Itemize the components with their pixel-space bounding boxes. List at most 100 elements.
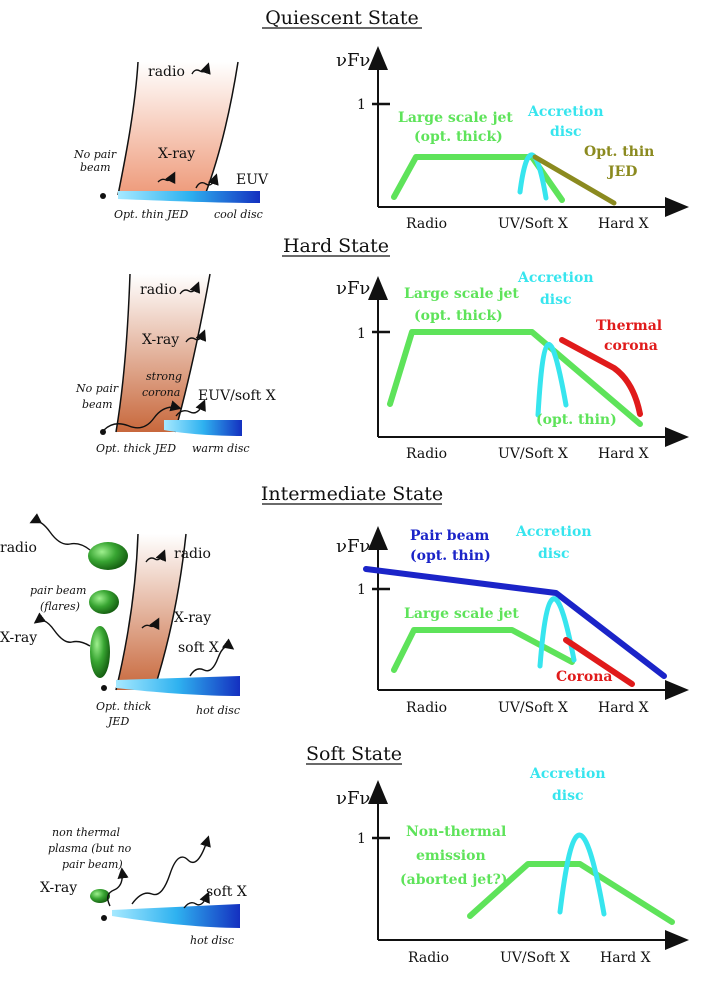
panel-intermediate: Intermediate State radio X-ray pair beam… <box>0 483 689 728</box>
label-xray-right: X-ray <box>174 610 211 626</box>
nt-label-2: emission <box>416 848 486 864</box>
x-label-uv: UV/Soft X <box>498 446 568 462</box>
plasmoid-blob <box>89 590 119 614</box>
plasmoid-blob <box>90 889 110 903</box>
disc-curve <box>537 596 577 669</box>
plasmoid-blob <box>88 542 128 570</box>
label-jed-1: Opt. thick <box>96 700 152 713</box>
sed-plot: νFν 1 Radio UV/Soft X Hard X Accretion d… <box>336 766 689 966</box>
disc-label-2: disc <box>538 546 570 562</box>
label-euv: EUV <box>236 172 269 188</box>
x-label-radio: Radio <box>406 446 447 462</box>
panel-title: Hard State <box>283 235 389 257</box>
pair-label-2: (opt. thin) <box>410 548 491 564</box>
label-xray: X-ray <box>158 146 195 162</box>
wavy-arrow <box>195 173 219 189</box>
pair-label-1: Pair beam <box>410 528 490 544</box>
label-nt-2: plasma (but no <box>48 842 132 855</box>
wavy-arrow <box>179 281 201 295</box>
panel-title: Intermediate State <box>261 483 443 505</box>
corona-label-1: Thermal <box>596 318 662 334</box>
accretion-disc <box>116 676 240 696</box>
black-hole <box>101 915 107 921</box>
label-jed-2: JED <box>106 715 129 728</box>
wavy-arrow <box>157 171 176 185</box>
label-strong: strong <box>146 370 182 383</box>
label-beam: beam <box>80 161 111 174</box>
sed-plot: νFν 1 Radio UV/Soft X Hard X Pair beam (… <box>336 524 689 716</box>
plasmoid-blob <box>90 626 110 678</box>
wavy-arrow <box>145 549 167 563</box>
label-beam: beam <box>82 398 113 411</box>
y-axis-label: νFν <box>336 788 370 809</box>
wavy-arrow <box>141 617 160 631</box>
label-disc: cool disc <box>214 208 263 221</box>
black-hole <box>100 429 106 435</box>
label-xray: X-ray <box>40 880 77 896</box>
y-axis-label: νFν <box>336 278 370 299</box>
label-radio: radio <box>140 282 177 298</box>
disc-label-1: Accretion <box>515 524 592 540</box>
disc-label-1: Accretion <box>517 270 594 286</box>
thin-label: (opt. thin) <box>536 412 617 428</box>
wavy-arrow <box>29 513 91 551</box>
jet-label-2: (opt. thick) <box>414 308 503 324</box>
y-axis-label: νFν <box>336 536 370 557</box>
label-disc: hot disc <box>190 934 234 947</box>
y-tick-label: 1 <box>357 831 366 847</box>
label-xray-left: X-ray <box>0 630 37 646</box>
wavy-arrow <box>103 400 182 431</box>
panel-hard: Hard State radio X-ray strong corona EUV… <box>75 235 689 462</box>
panel-quiescent: Quiescent State radio X-ray EUV No pair … <box>73 7 689 232</box>
label-euv: EUV/soft X <box>198 388 276 404</box>
accretion-disc <box>164 420 242 436</box>
jed-label-1: Opt. thin <box>584 144 654 160</box>
jet-cone <box>118 62 238 195</box>
accretion-disc <box>118 191 260 203</box>
y-tick-label: 1 <box>357 97 366 113</box>
wavy-arrow <box>191 62 211 75</box>
x-label-uv: UV/Soft X <box>498 700 568 716</box>
wavy-arrow <box>183 891 210 909</box>
disc-curve <box>557 832 607 917</box>
nt-label-3: (aborted jet?) <box>400 872 508 888</box>
black-hole <box>101 685 107 691</box>
wavy-arrow <box>175 399 206 417</box>
corona-label-2: corona <box>604 338 658 354</box>
x-label-uv: UV/Soft X <box>500 950 570 966</box>
x-label-uv: UV/Soft X <box>498 216 568 232</box>
label-xray: X-ray <box>142 332 179 348</box>
x-label-hard: Hard X <box>600 950 651 966</box>
wavy-arrow <box>33 612 91 647</box>
jet-curve <box>391 154 565 203</box>
y-axis-label: νFν <box>336 50 370 71</box>
disc-label-1: Accretion <box>529 766 606 782</box>
jet-curve <box>467 861 675 925</box>
disc-label-2: disc <box>552 788 584 804</box>
sketch: non thermal plasma (but no pair beam) X-… <box>40 826 247 947</box>
label-jed: Opt. thin JED <box>114 208 189 221</box>
label-corona: corona <box>142 386 180 399</box>
wavy-arrow <box>185 329 207 343</box>
x-label-radio: Radio <box>408 950 449 966</box>
panel-title: Quiescent State <box>265 7 419 29</box>
jet-curve <box>387 329 643 427</box>
y-tick-label: 1 <box>357 326 366 342</box>
x-label-radio: Radio <box>406 700 447 716</box>
jet-label-1: Large scale jet <box>404 286 519 302</box>
x-label-hard: Hard X <box>598 446 649 462</box>
label-nt-3: pair beam) <box>62 858 123 871</box>
label-softx: soft X <box>206 884 247 900</box>
corona-curve <box>559 337 643 417</box>
label-no-pair: No pair <box>75 382 119 395</box>
jet-label-2: (opt. thick) <box>414 129 503 145</box>
panel-soft: Soft State non thermal plasma (but no pa… <box>40 743 689 966</box>
wavy-arrow <box>189 638 235 677</box>
label-radio: radio <box>148 64 185 80</box>
disc-label-1: Accretion <box>527 104 604 120</box>
label-jed: Opt. thick JED <box>96 442 176 455</box>
jed-label-2: JED <box>606 164 637 180</box>
corona-curve <box>563 637 635 687</box>
x-label-hard: Hard X <box>598 216 649 232</box>
